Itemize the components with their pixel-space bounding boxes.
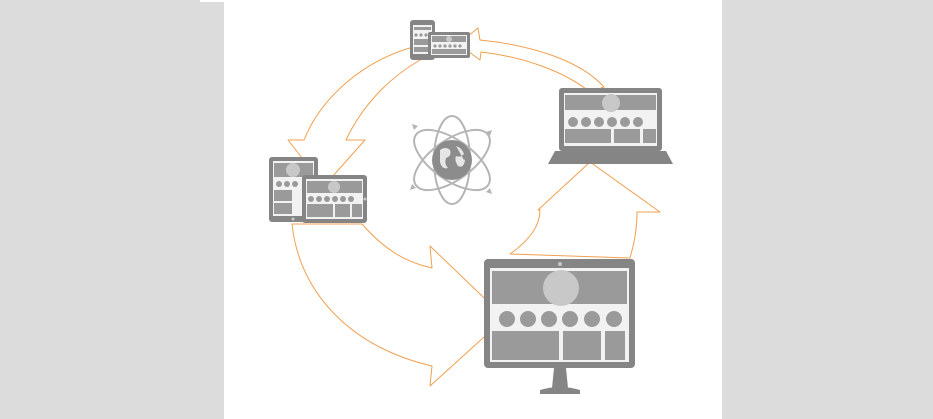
panel-corner-tab xyxy=(200,0,224,2)
cycle-arrow-bottom-inner xyxy=(291,223,506,387)
tablet-pair-icon xyxy=(269,157,367,223)
phone-and-tablet-icon xyxy=(410,20,470,60)
cycle-arrow-right-up xyxy=(509,161,661,259)
cycle-arrow-top xyxy=(457,27,605,93)
laptop-icon xyxy=(548,88,673,164)
globe-atom-icon xyxy=(410,115,492,205)
desktop-monitor-icon xyxy=(484,259,635,394)
